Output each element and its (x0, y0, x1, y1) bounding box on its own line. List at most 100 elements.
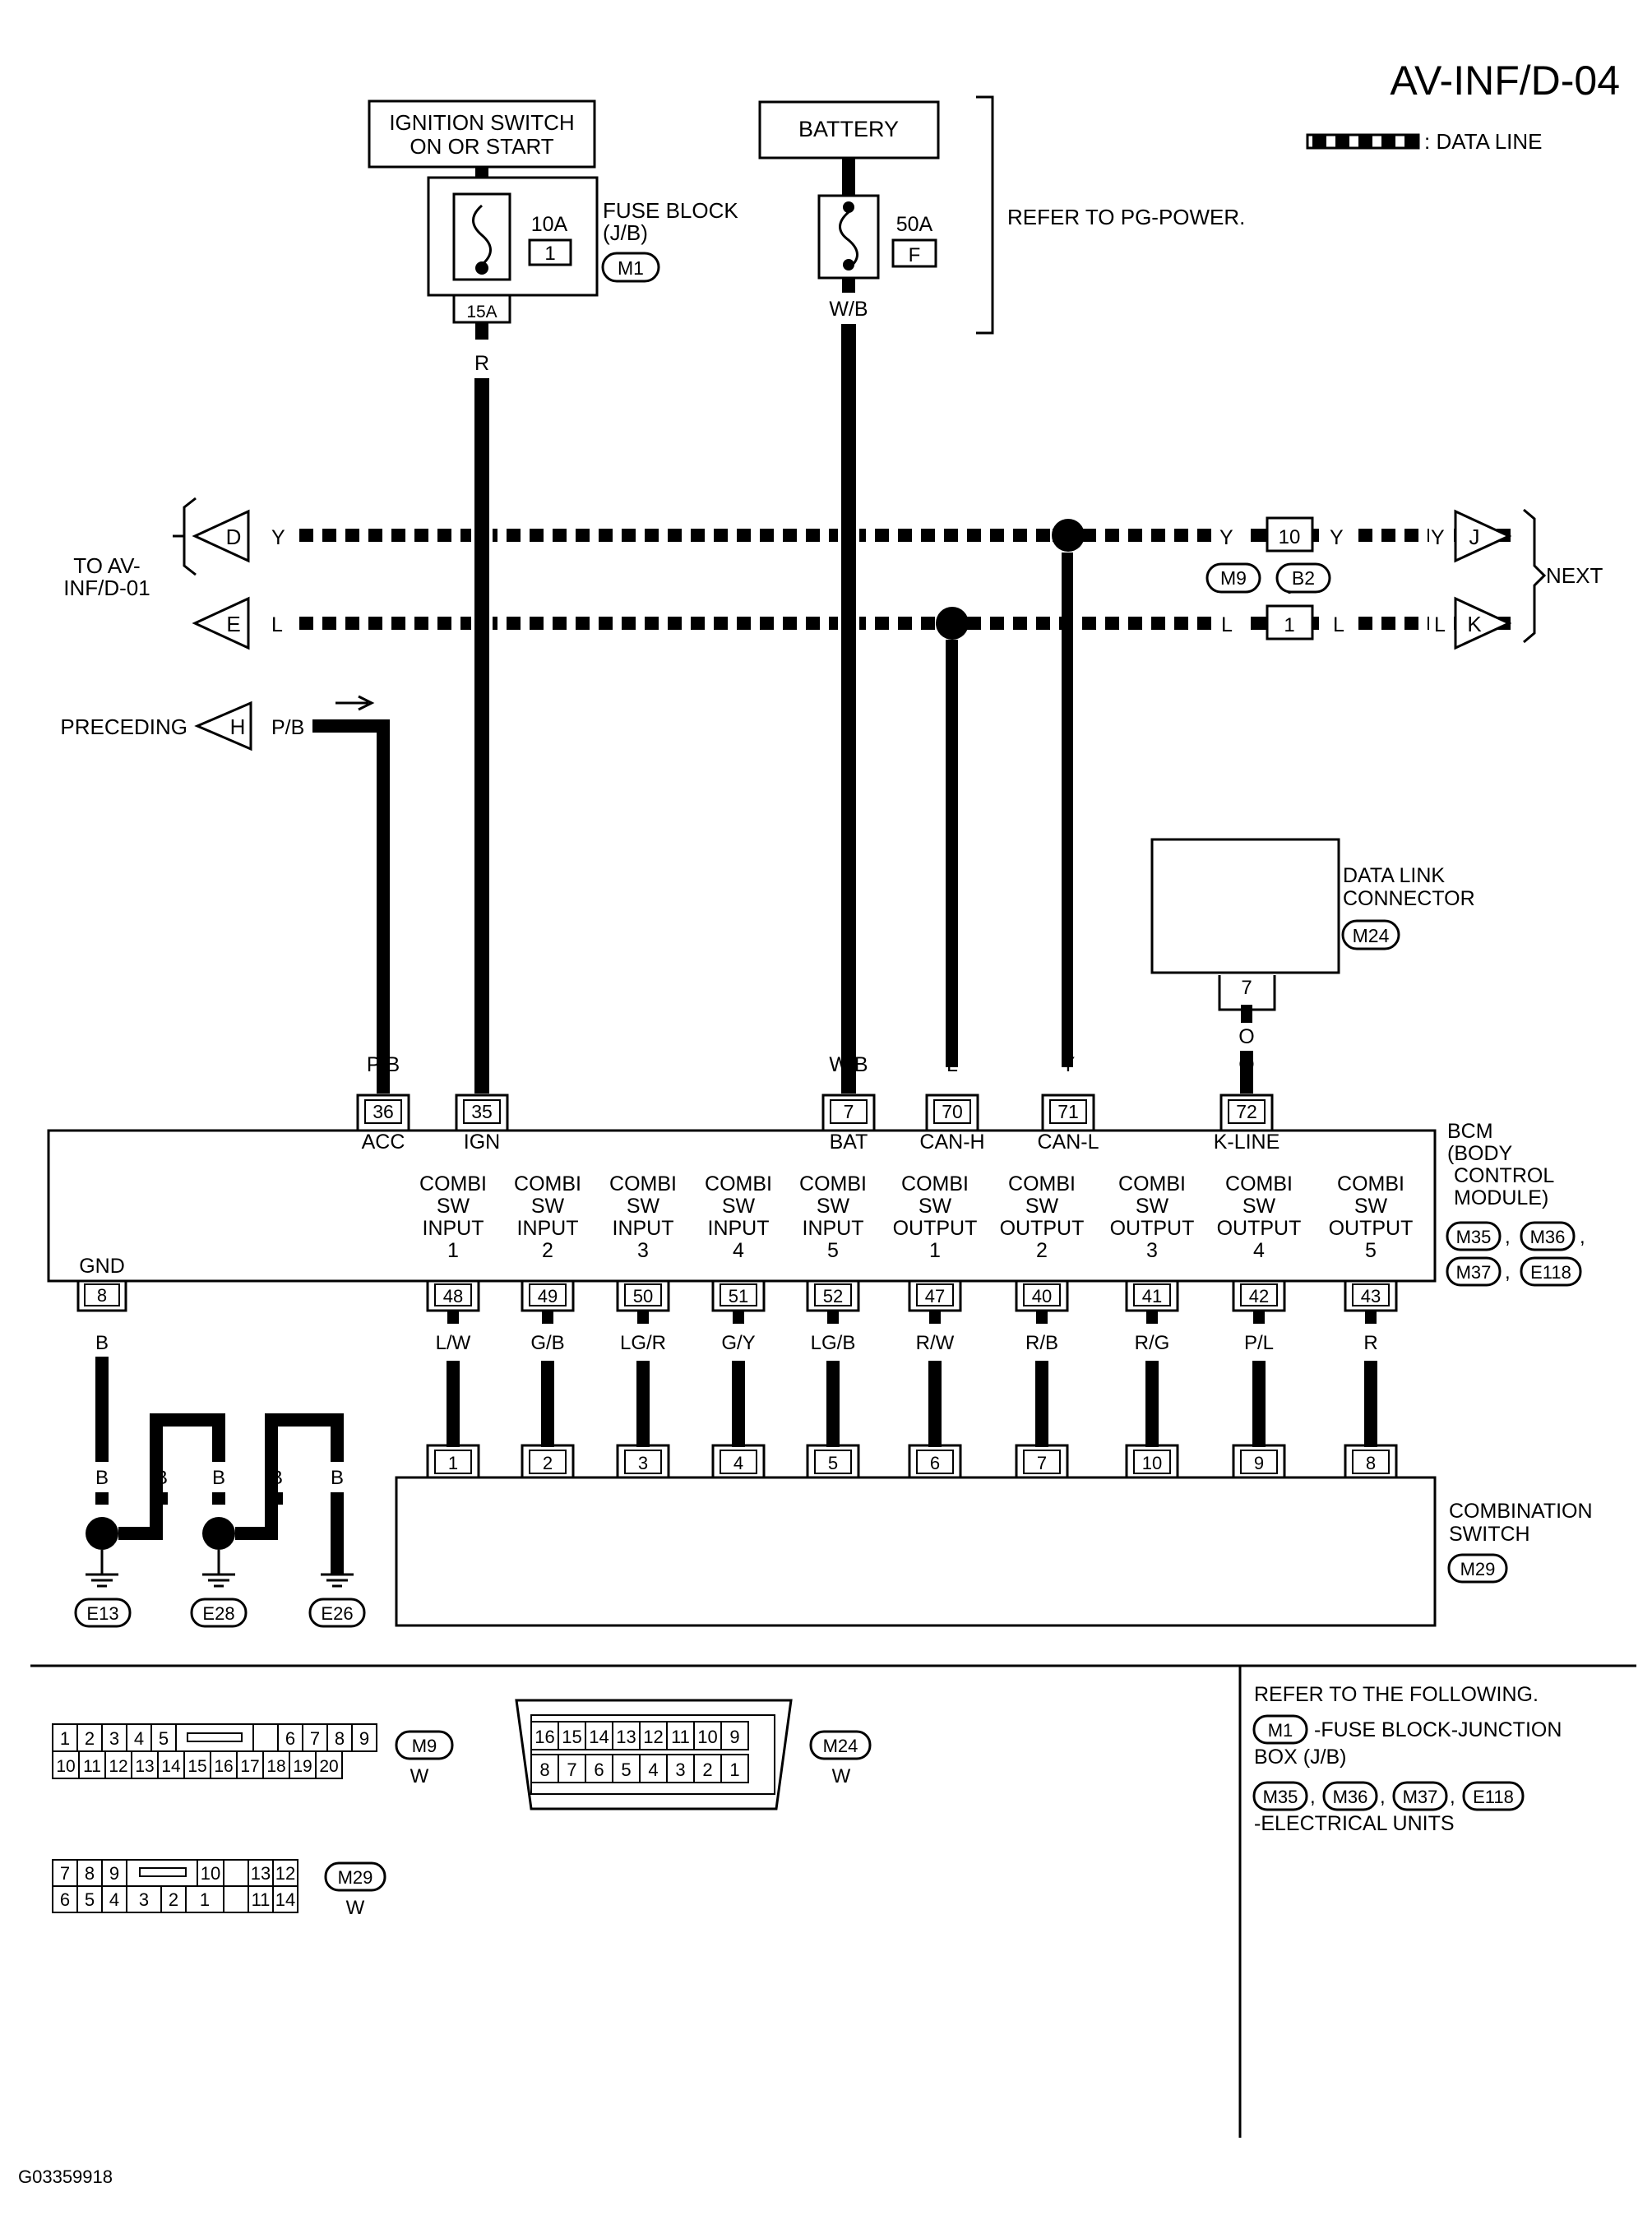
svg-text:7: 7 (1037, 1453, 1047, 1473)
svg-text:2: 2 (543, 1453, 553, 1473)
ground-splice-1 (86, 1517, 118, 1550)
svg-text:7: 7 (844, 1101, 854, 1122)
svg-text:O: O (1238, 1053, 1254, 1076)
connector-e: E (192, 596, 250, 650)
svg-text:5: 5 (85, 1889, 95, 1910)
svg-text:SW: SW (722, 1195, 756, 1218)
wire-acc (312, 719, 390, 1094)
fuse-block-label: FUSE BLOCK (603, 198, 738, 223)
svg-text:43: 43 (1361, 1286, 1381, 1306)
to-prev-label-2: INF/D-01 (63, 576, 150, 600)
svg-text:B: B (95, 1467, 109, 1489)
svg-text:4: 4 (1253, 1239, 1265, 1262)
svg-text:72: 72 (1236, 1101, 1257, 1122)
svg-text:M37: M37 (1403, 1787, 1438, 1807)
svg-text:INPUT: INPUT (613, 1217, 674, 1240)
svg-text:J: J (1469, 525, 1480, 549)
svg-text:1: 1 (60, 1728, 70, 1749)
svg-text:W: W (410, 1765, 429, 1787)
refer-following: REFER TO THE FOLLOWING. M1 -FUSE BLOCK-J… (1252, 1683, 1562, 1835)
combination-switch-label-2: SWITCH (1449, 1523, 1530, 1546)
svg-text:,: , (1580, 1226, 1585, 1248)
connector-tag-e118: E118 (1530, 1262, 1571, 1283)
svg-text:SW: SW (627, 1195, 660, 1218)
svg-text:COMBI: COMBI (901, 1172, 969, 1195)
svg-text:Y: Y (1330, 526, 1344, 549)
svg-text:M35: M35 (1263, 1787, 1298, 1807)
to-prev-label-1: TO AV- (73, 553, 140, 578)
svg-text:R/G: R/G (1135, 1332, 1170, 1354)
svg-text:COMBI: COMBI (514, 1172, 581, 1195)
svg-text:L: L (946, 1053, 958, 1076)
ground-splice-2 (202, 1517, 235, 1550)
svg-text:COMBI: COMBI (1225, 1172, 1293, 1195)
svg-text:2: 2 (85, 1728, 95, 1749)
svg-text:14: 14 (161, 1757, 181, 1776)
svg-text:40: 40 (1032, 1286, 1052, 1306)
refer-units-text: -ELECTRICAL UNITS (1254, 1812, 1455, 1835)
svg-text:17: 17 (240, 1757, 259, 1776)
bcm-connector-tags: M35 , M36 , M37 , E118 (1446, 1221, 1585, 1287)
svg-text:13: 13 (616, 1727, 636, 1747)
svg-text:11: 11 (83, 1757, 101, 1776)
wire-label-pb-top: P/B (271, 716, 304, 739)
svg-text:9: 9 (1254, 1453, 1264, 1473)
connector-tag-m29: M29 (1460, 1559, 1496, 1579)
svg-text:42: 42 (1249, 1286, 1269, 1306)
combination-switch-label-1: COMBINATION (1449, 1500, 1593, 1523)
combination-switch-box (395, 1476, 1437, 1627)
svg-text:11: 11 (671, 1727, 690, 1747)
svg-text:L/W: L/W (436, 1332, 471, 1354)
svg-text:48: 48 (443, 1286, 463, 1306)
svg-text:49: 49 (538, 1286, 558, 1306)
connector-tag-b2: B2 (1292, 567, 1315, 589)
svg-text:9: 9 (729, 1727, 739, 1747)
svg-text:8: 8 (1366, 1453, 1376, 1473)
connector-tag-m1: M1 (618, 257, 644, 279)
svg-text:14: 14 (275, 1889, 295, 1910)
fuse-block-jb: (J/B) (603, 220, 648, 245)
svg-text:INPUT: INPUT (708, 1217, 770, 1240)
svg-text:G/B: G/B (530, 1332, 564, 1354)
svg-text:INPUT: INPUT (803, 1217, 864, 1240)
svg-text:OUTPUT: OUTPUT (1329, 1217, 1414, 1240)
svg-text:12: 12 (643, 1727, 663, 1747)
svg-text:K-LINE: K-LINE (1214, 1131, 1280, 1154)
svg-text:5: 5 (159, 1728, 169, 1749)
svg-text:OUTPUT: OUTPUT (1110, 1217, 1195, 1240)
svg-text:SW: SW (919, 1195, 952, 1218)
refer-m1: M1 (1268, 1720, 1293, 1741)
svg-text:2: 2 (1036, 1239, 1048, 1262)
bcm-label-3: CONTROL (1454, 1164, 1554, 1187)
svg-text:6: 6 (594, 1760, 604, 1780)
bcm-label-4: MODULE) (1454, 1186, 1548, 1209)
svg-text:G/Y: G/Y (721, 1332, 755, 1354)
dlc-label-1: DATA LINK (1343, 864, 1445, 887)
svg-text:15: 15 (562, 1727, 581, 1747)
svg-text:5: 5 (827, 1239, 839, 1262)
svg-text:7: 7 (310, 1728, 320, 1749)
svg-text:7: 7 (567, 1760, 576, 1780)
svg-text:D: D (226, 525, 242, 549)
svg-text:B: B (270, 1467, 283, 1489)
svg-text:LG/R: LG/R (620, 1332, 666, 1354)
svg-text:5: 5 (1365, 1239, 1377, 1262)
svg-text:13: 13 (135, 1757, 154, 1776)
connector-h: H (194, 701, 252, 751)
battery-fuse-letter: F (909, 244, 921, 266)
svg-text:R/B: R/B (1025, 1332, 1058, 1354)
power-bracket (976, 95, 994, 335)
svg-text:ON OR START: ON OR START (410, 134, 553, 159)
wire-label-gnd-1: B (95, 1332, 109, 1354)
ignition-switch: IGNITION SWITCH ON OR START (368, 99, 596, 169)
connector-j: J (1454, 509, 1512, 563)
svg-text:Y: Y (1219, 526, 1233, 549)
